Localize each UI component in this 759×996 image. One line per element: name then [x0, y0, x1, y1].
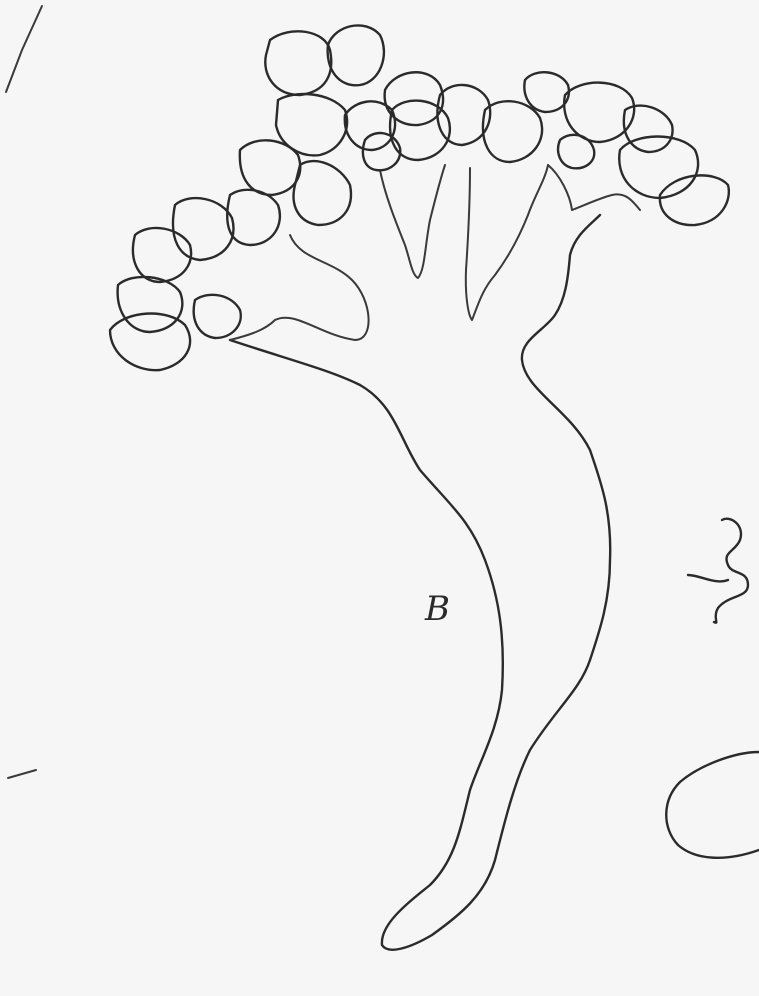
spore-10: [118, 277, 183, 332]
branch-mid-left: [380, 165, 445, 278]
spore-23: [558, 135, 594, 169]
spore-6: [294, 161, 351, 225]
spore-18: [524, 72, 569, 112]
branch-left: [230, 235, 369, 340]
edge-stroke-top-left: [6, 6, 42, 92]
spore-1: [265, 31, 331, 95]
spore-7: [173, 198, 233, 260]
branch-right: [548, 165, 572, 210]
edge-stroke-left: [8, 770, 36, 778]
spore-12: [194, 295, 241, 338]
fragment-squiggle-right: [688, 519, 748, 623]
spore-16: [483, 101, 542, 162]
spore-5: [240, 140, 300, 195]
figure-label: B: [424, 589, 450, 629]
spore-2: [328, 25, 384, 85]
spore-22: [660, 175, 729, 225]
fragment-spore-bottom-right: [666, 752, 759, 858]
spore-11: [110, 314, 190, 371]
branch-mid-right: [466, 165, 548, 320]
spore-21: [619, 137, 698, 199]
stalk-outline: [230, 215, 610, 950]
spore-8: [227, 190, 280, 245]
spore-17: [363, 133, 400, 170]
spore-link-right: [572, 194, 640, 210]
spore-13: [385, 72, 443, 125]
spore-20: [624, 106, 673, 152]
spore-9: [133, 228, 191, 282]
